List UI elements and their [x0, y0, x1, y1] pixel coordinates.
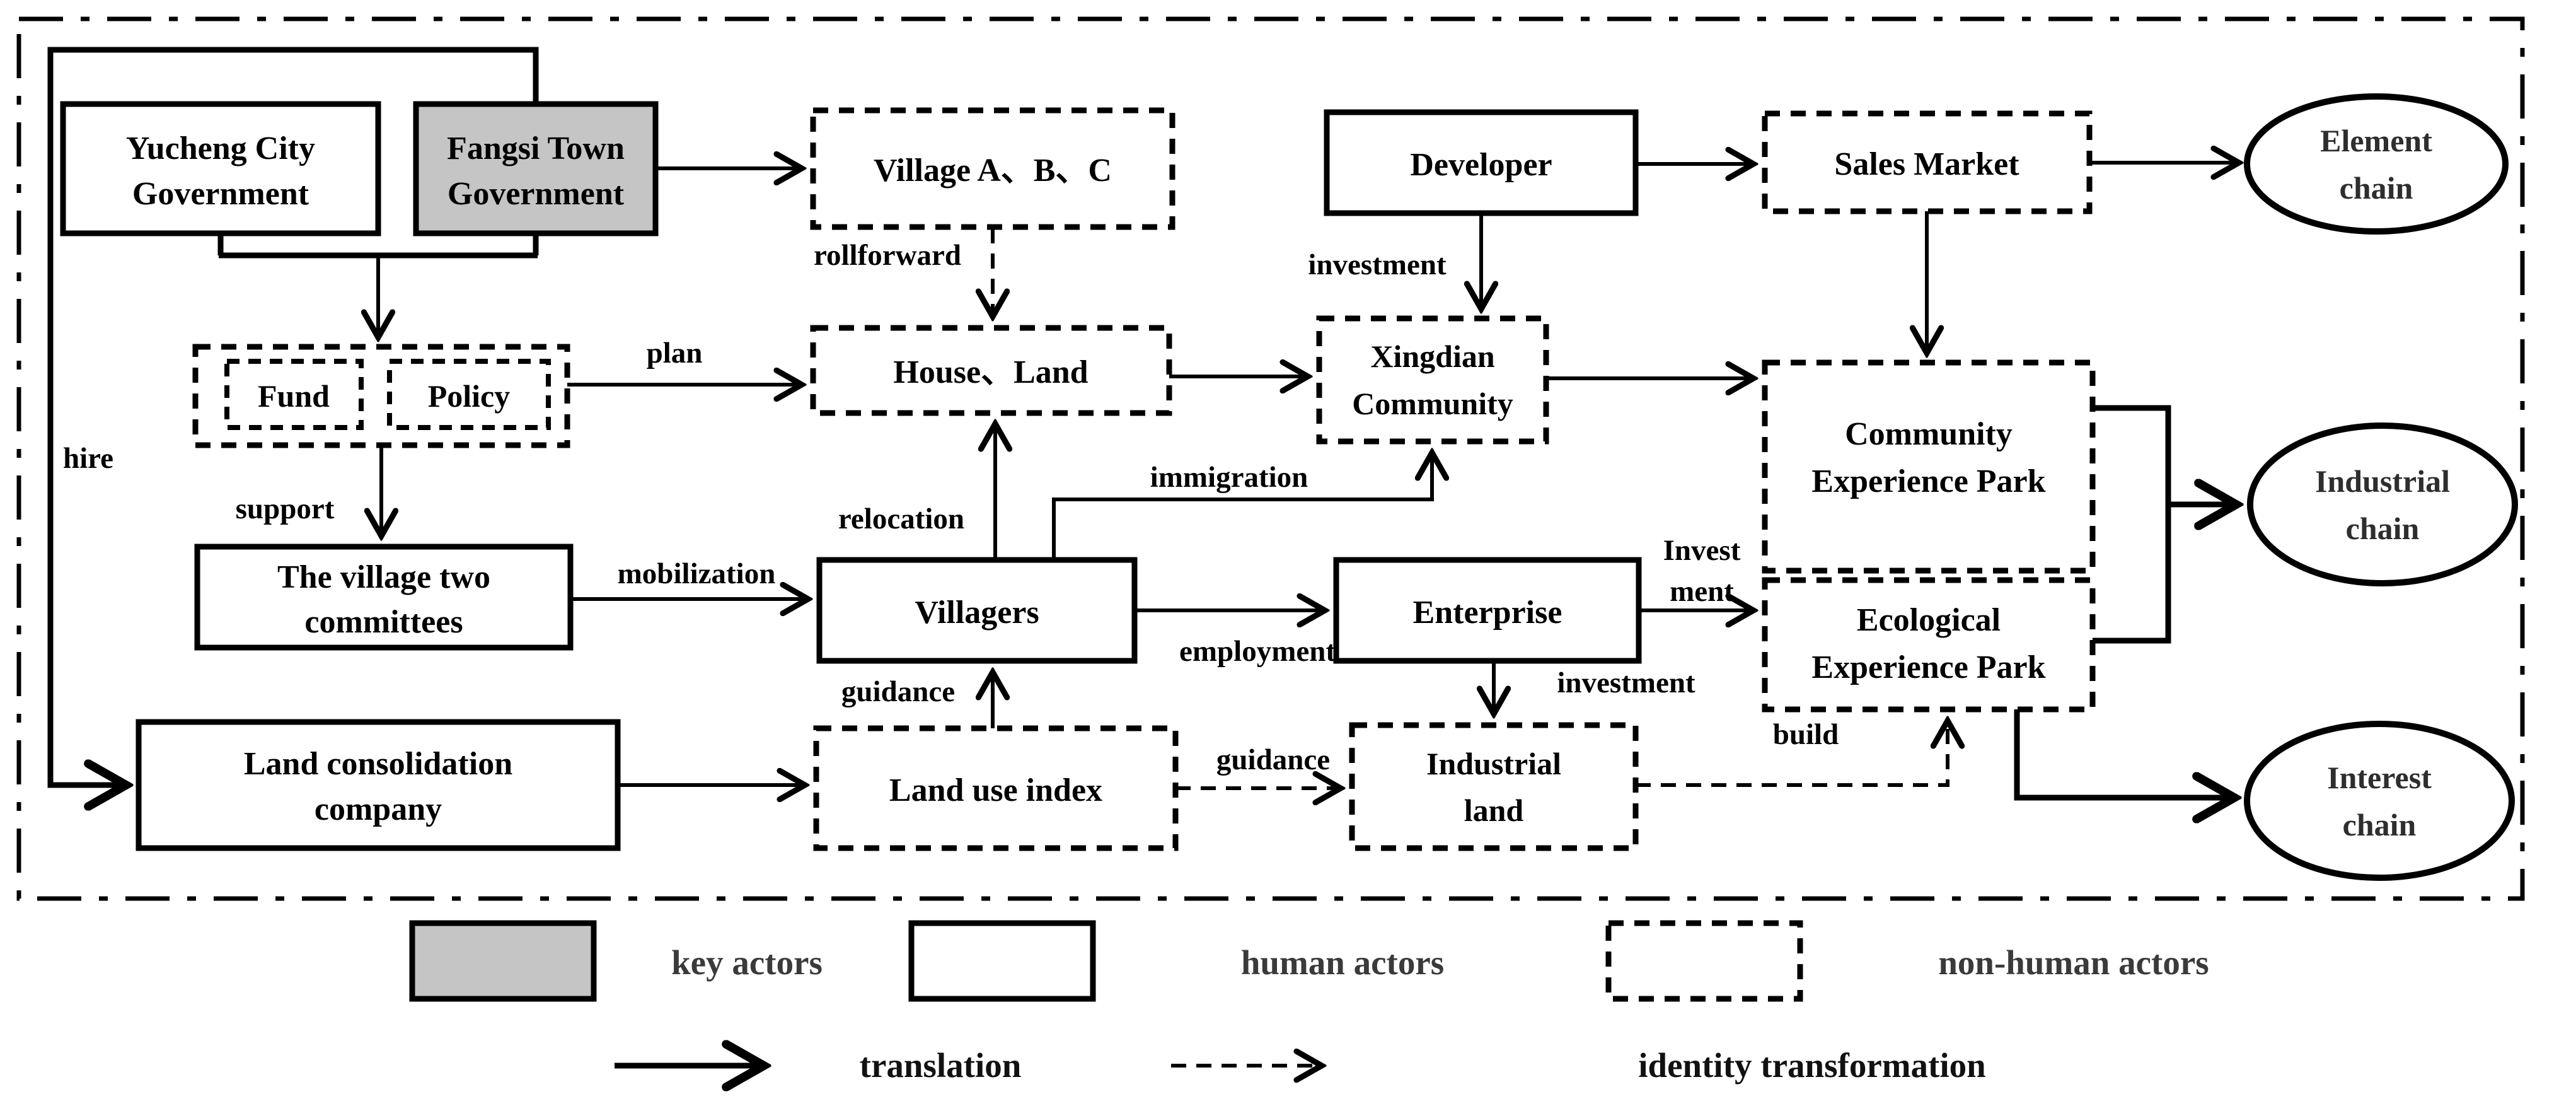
legend-non-human-actors-label: non-human actors	[1938, 943, 2209, 982]
fangsi-label-line2: Government	[448, 176, 625, 212]
node-yucheng-city-government	[60, 101, 381, 236]
village-abc-label: Village A、B、C	[874, 153, 1112, 189]
edge-immigration	[1052, 453, 1432, 560]
xingdian-line1: Xingdian	[1370, 339, 1495, 374]
committees-line1: The village two	[277, 559, 490, 595]
edge-hire	[47, 47, 539, 785]
label-guidance-villagers: guidance	[841, 675, 955, 708]
yucheng-label-line1: Yucheng City	[126, 131, 315, 166]
legend-human-actor-swatch	[908, 920, 1096, 1002]
label-plan: plan	[647, 337, 703, 370]
edge-government-bus	[217, 233, 539, 259]
villagers-label: Villagers	[915, 595, 1039, 631]
node-ecological-experience-park	[1762, 577, 2096, 713]
label-mobilization: mobilization	[618, 557, 776, 590]
yucheng-label-line2: Government	[132, 176, 309, 212]
node-interest-chain	[2244, 721, 2515, 881]
ecological-park-line1: Ecological	[1857, 602, 2001, 638]
legend-translation-label: translation	[860, 1046, 1022, 1085]
legend-identity-transformation-label: identity transformation	[1638, 1046, 1985, 1085]
edge-parks-bracket	[2093, 405, 2171, 644]
industrial-land-line2: land	[1464, 793, 1524, 828]
land-use-index-label: Land use index	[889, 772, 1102, 808]
node-village-abc	[810, 107, 1175, 230]
industrial-chain-line1: Industrial	[2315, 463, 2450, 499]
fangsi-label-line1: Fangsi Town	[447, 131, 625, 166]
node-enterprise	[1333, 557, 1642, 664]
diagram-frame	[16, 16, 2525, 901]
node-land-consolidation-company	[136, 719, 621, 851]
legend-key-actor-swatch	[409, 920, 597, 1002]
node-fund	[224, 359, 364, 430]
xingdian-line2: Community	[1352, 386, 1513, 421]
label-guidance-industrial: guidance	[1216, 743, 1330, 776]
label-hire: hire	[63, 442, 113, 475]
node-villagers	[816, 557, 1138, 664]
label-build: build	[1773, 718, 1839, 751]
node-industrial-land	[1349, 722, 1639, 851]
node-policy	[387, 359, 551, 430]
node-land-use-index	[813, 725, 1179, 851]
label-employment: employment	[1179, 635, 1336, 668]
node-element-chain	[2244, 93, 2509, 235]
node-fangsi-town-government	[413, 101, 659, 236]
edge-ecological-to-interestchain	[2014, 709, 2234, 798]
element-chain-line2: chain	[2340, 170, 2413, 206]
legend-key-actors-label: key actors	[671, 943, 823, 982]
community-park-line1: Community	[1845, 416, 2013, 452]
ecological-park-line2: Experience Park	[1811, 649, 2045, 685]
community-park-line2: Experience Park	[1811, 463, 2045, 499]
land-company-line1: Land consolidation	[244, 746, 512, 782]
legend-non-human-actor-swatch	[1605, 920, 1803, 1002]
label-invest-line2: ment	[1670, 575, 1734, 608]
edge-build	[1636, 721, 1948, 787]
enterprise-label: Enterprise	[1413, 595, 1562, 631]
node-house-land	[810, 325, 1172, 416]
label-invest-line1: Invest	[1663, 534, 1741, 567]
committees-line2: committees	[304, 604, 463, 640]
node-xingdian-community	[1316, 315, 1549, 445]
node-community-experience-park	[1762, 359, 2096, 574]
node-industrial-chain	[2247, 422, 2518, 586]
label-rollforward: rollforward	[814, 239, 961, 272]
sales-market-label: Sales Market	[1834, 146, 2019, 182]
fund-label: Fund	[258, 378, 330, 414]
label-relocation: relocation	[838, 503, 964, 535]
label-immigration: immigration	[1150, 461, 1308, 494]
label-support: support	[236, 492, 335, 525]
policy-label: Policy	[428, 378, 511, 414]
land-company-line2: company	[315, 791, 442, 827]
label-investment-developer: investment	[1308, 248, 1447, 281]
element-chain-line1: Element	[2320, 123, 2432, 158]
node-developer	[1324, 109, 1639, 216]
developer-label: Developer	[1410, 147, 1552, 183]
industrial-land-line1: Industrial	[1426, 746, 1561, 781]
interest-chain-line1: Interest	[2327, 760, 2432, 795]
label-investment-enterprise: investment	[1557, 667, 1695, 699]
node-sales-market	[1762, 110, 2093, 214]
node-village-two-committees	[194, 544, 574, 651]
interest-chain-line2: chain	[2343, 807, 2417, 842]
legend-human-actors-label: human actors	[1241, 943, 1444, 982]
industrial-chain-line2: chain	[2346, 511, 2420, 546]
house-land-label: House、Land	[893, 354, 1088, 390]
